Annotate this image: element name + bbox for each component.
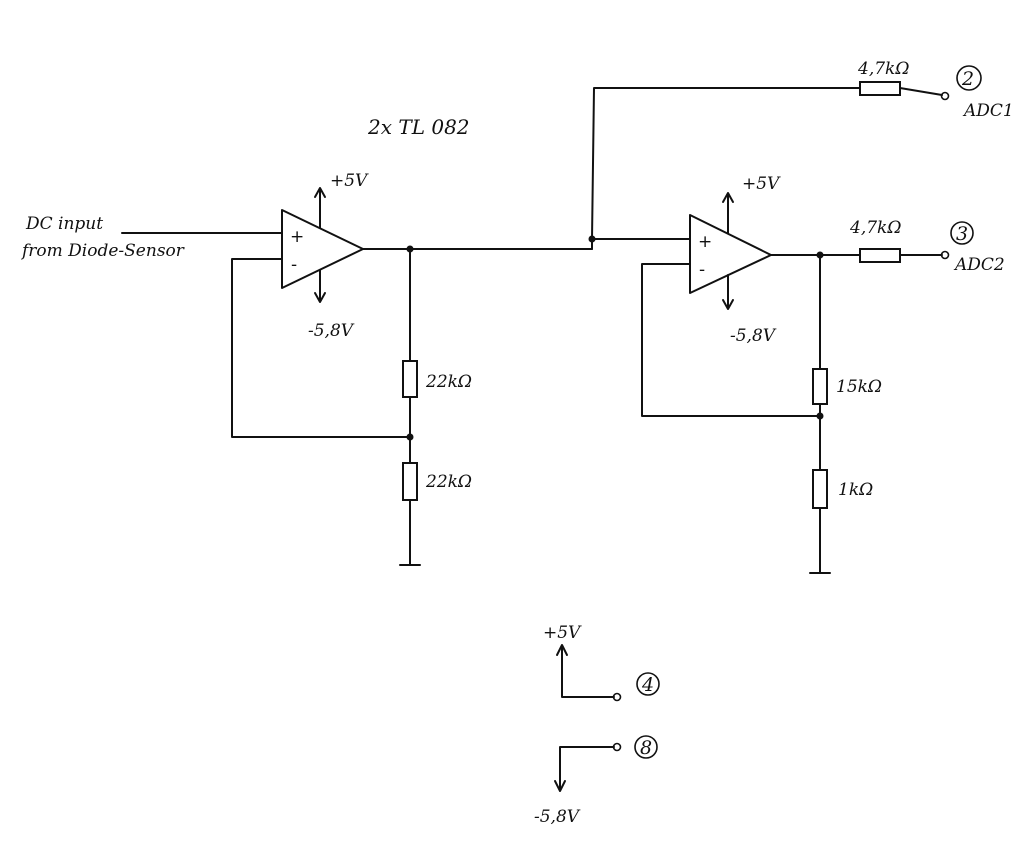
stage2-feedback-node <box>816 412 824 420</box>
stage2-feedback-wire <box>641 263 821 417</box>
supply-neg-pin-badge <box>634 735 658 759</box>
opamp-2-supply-neg-label: -5,8V <box>730 326 777 346</box>
opamp-2-minus-sign: - <box>699 260 705 280</box>
opamp-1-vneg-arrow-icon <box>314 292 326 303</box>
opamp-1-plus-sign: + <box>290 227 304 247</box>
resistor-4k7-adc2-label: 4,7kΩ <box>849 218 901 238</box>
supply-neg-wire <box>559 746 615 789</box>
adc1-output-wire <box>899 87 943 96</box>
adc2-terminal-icon <box>940 250 950 260</box>
opamp-1-supply-pos-label: +5V <box>330 171 369 191</box>
adc2-pin-number: 3 <box>956 223 968 245</box>
resistor-15k <box>812 368 828 405</box>
opamp-1-triangle <box>281 209 364 289</box>
supply-pos-terminal-icon <box>612 692 622 702</box>
opamp-1-vpos-arrow-icon <box>314 187 326 198</box>
resistor-22k-top <box>402 360 418 398</box>
supply-legend: +5V 4 8 -5,8V <box>534 623 660 827</box>
resistor-1k <box>812 469 828 509</box>
stage1-feedback-node <box>406 433 414 441</box>
adc1-label: ADC1 <box>962 101 1014 121</box>
opamp-2-triangle <box>689 214 772 294</box>
supply-pos-label: +5V <box>543 623 582 643</box>
opamp-1-supply-neg-label: -5,8V <box>308 321 355 341</box>
stage2-input-wire <box>591 238 691 250</box>
input-label-line1: DC input <box>25 214 103 234</box>
opamp-2-vpos-arrow-icon <box>722 192 734 203</box>
adc1-terminal-icon <box>940 91 950 101</box>
supply-neg-pin-number: 8 <box>640 737 652 759</box>
adc2-pin-badge <box>950 221 974 245</box>
supply-neg-arrow-icon <box>554 780 566 792</box>
adc1-pin-badge <box>956 65 982 91</box>
input-label-line2: from Diode-Sensor <box>20 241 185 261</box>
resistor-4k7-adc1 <box>859 81 901 96</box>
adc2-label: ADC2 <box>953 255 1005 275</box>
opamp-2-vneg-arrow-icon <box>722 299 734 310</box>
supply-pos-wire <box>561 647 615 698</box>
stage1-feedback-wire <box>231 258 411 438</box>
resistor-22k-top-label: 22kΩ <box>425 372 472 392</box>
supply-pos-pin-badge <box>636 672 660 696</box>
supply-pos-pin-number: 4 <box>641 674 654 696</box>
resistor-1k-label: 1kΩ <box>838 480 873 500</box>
opamp-2-plus-sign: + <box>698 232 712 252</box>
adc1-branch-wire <box>591 87 861 240</box>
opamp-2: + - +5V -5,8V <box>689 174 781 346</box>
resistor-22k-bottom-label: 22kΩ <box>425 472 472 492</box>
resistor-22k-bottom <box>402 462 418 501</box>
resistor-15k-label: 15kΩ <box>836 377 882 397</box>
adc1-pin-number: 2 <box>961 68 974 90</box>
opamp-1: + - +5V -5,8V <box>281 171 369 341</box>
opamp-2-supply-pos-label: +5V <box>742 174 781 194</box>
resistor-4k7-adc1-label: 4,7kΩ <box>857 59 909 79</box>
supply-neg-label: -5,8V <box>534 807 581 827</box>
supply-pos-arrow-icon <box>556 644 568 656</box>
supply-neg-terminal-icon <box>612 742 622 752</box>
title-label: 2x TL 082 <box>367 115 470 139</box>
resistor-4k7-adc2 <box>859 248 901 263</box>
opamp-1-minus-sign: - <box>291 255 297 275</box>
